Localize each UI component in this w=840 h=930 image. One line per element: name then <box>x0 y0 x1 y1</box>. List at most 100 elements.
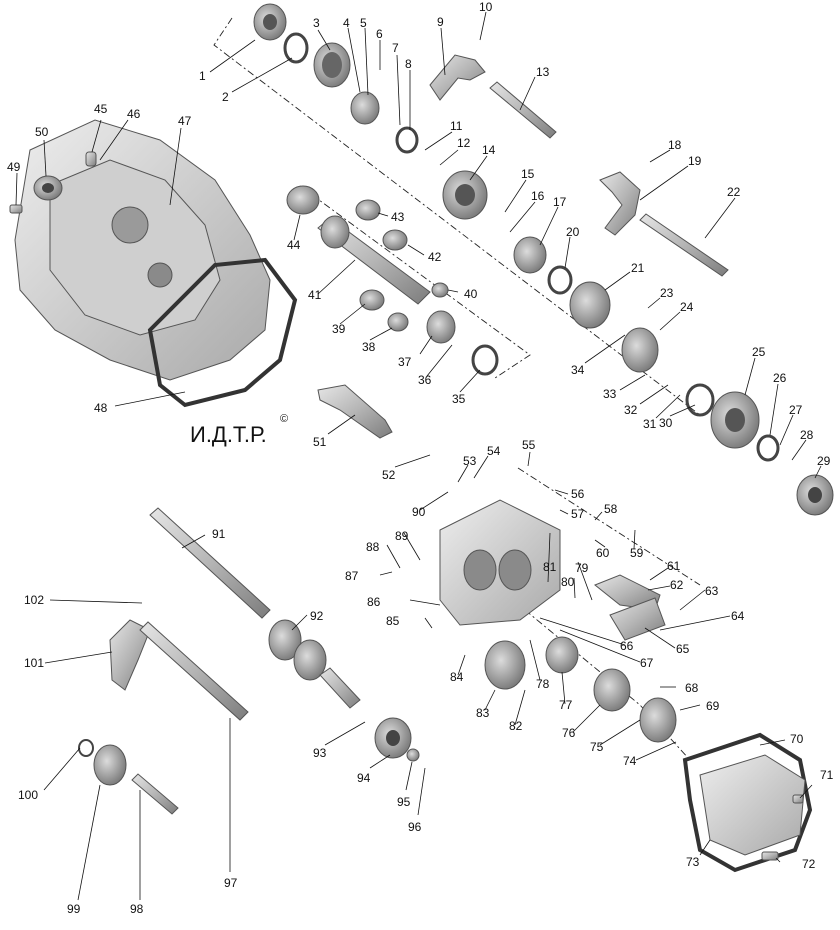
callout-76: 76 <box>562 726 576 740</box>
ring-2 <box>283 32 309 64</box>
callout-3: 3 <box>313 16 320 30</box>
callout-65: 65 <box>676 642 690 656</box>
callout-73: 73 <box>686 855 700 869</box>
callout-100: 100 <box>18 788 38 802</box>
callout-14: 14 <box>482 143 496 157</box>
callout-29: 29 <box>817 454 831 468</box>
callout-85: 85 <box>386 614 400 628</box>
callout-62: 62 <box>670 578 684 592</box>
callout-5: 5 <box>360 16 367 30</box>
callout-35: 35 <box>452 392 466 406</box>
gear-24 <box>621 327 659 373</box>
callout-31: 31 <box>643 417 657 431</box>
callout-37: 37 <box>398 355 412 369</box>
callout-74: 74 <box>623 754 637 768</box>
shaft-91 <box>149 507 271 619</box>
callout-7: 7 <box>392 41 399 55</box>
callout-53: 53 <box>463 454 477 468</box>
callout-47: 47 <box>178 114 192 128</box>
callout-32: 32 <box>624 403 638 417</box>
callout-66: 66 <box>620 639 634 653</box>
shaft-41 <box>317 215 431 305</box>
ring-26 <box>756 434 780 462</box>
callout-82: 82 <box>509 719 523 733</box>
callout-16: 16 <box>531 189 545 203</box>
callout-95: 95 <box>397 795 411 809</box>
callout-87: 87 <box>345 569 359 583</box>
fork-9 <box>429 54 486 101</box>
gear-17 <box>513 236 547 274</box>
callout-40: 40 <box>464 287 478 301</box>
callout-8: 8 <box>405 57 412 71</box>
callout-42: 42 <box>428 250 442 264</box>
callout-75: 75 <box>590 740 604 754</box>
gear-83 <box>484 640 526 690</box>
callout-10: 10 <box>479 0 493 14</box>
pin-98 <box>131 773 179 815</box>
callout-88: 88 <box>366 540 380 554</box>
callout-38: 38 <box>362 340 376 354</box>
callout-58: 58 <box>604 502 618 516</box>
housing-gasket <box>147 257 298 408</box>
callout-2: 2 <box>222 90 229 104</box>
callout-91: 91 <box>212 527 226 541</box>
synchro-21 <box>569 281 611 329</box>
callout-15: 15 <box>521 167 535 181</box>
callout-63: 63 <box>705 584 719 598</box>
shift-lever-51 <box>317 384 393 439</box>
bearing-50 <box>33 175 63 201</box>
callout-28: 28 <box>800 428 814 442</box>
callout-96: 96 <box>408 820 422 834</box>
bolt-49 <box>9 204 23 214</box>
callout-57: 57 <box>571 507 585 521</box>
callout-83: 83 <box>476 706 490 720</box>
callout-99: 99 <box>67 902 81 916</box>
callout-55: 55 <box>522 438 536 452</box>
callout-39: 39 <box>332 322 346 336</box>
leader-lines <box>15 11 822 901</box>
callout-50: 50 <box>35 125 49 139</box>
bearing-43 <box>355 199 381 221</box>
callout-45: 45 <box>94 102 108 116</box>
callout-56: 56 <box>571 487 585 501</box>
callout-72: 72 <box>802 857 816 871</box>
callout-67: 67 <box>640 656 654 670</box>
clutch-housing <box>14 119 271 381</box>
callout-26: 26 <box>773 371 787 385</box>
bearing-38 <box>387 312 409 332</box>
gear-69 <box>639 697 677 743</box>
ring-20 <box>547 265 573 295</box>
callout-84: 84 <box>450 670 464 684</box>
callout-13: 13 <box>536 65 550 79</box>
callout-51: 51 <box>313 435 327 449</box>
callout-49: 49 <box>7 160 21 174</box>
callout-24: 24 <box>680 300 694 314</box>
callout-89: 89 <box>395 529 409 543</box>
callout-25: 25 <box>752 345 766 359</box>
gear-77 <box>545 636 579 674</box>
callout-22: 22 <box>727 185 741 199</box>
watermark-text: И.Д.Т.Р. <box>190 422 267 447</box>
callout-18: 18 <box>668 138 682 152</box>
callout-41: 41 <box>308 288 322 302</box>
ring-8 <box>395 126 419 154</box>
callout-54: 54 <box>487 444 501 458</box>
callout-52: 52 <box>382 468 396 482</box>
gear-25 <box>710 391 760 449</box>
bearing-39 <box>359 289 385 311</box>
callout-33: 33 <box>603 387 617 401</box>
callout-6: 6 <box>376 27 383 41</box>
gear-99 <box>93 744 127 786</box>
synchro-76 <box>593 668 631 712</box>
callout-90: 90 <box>412 505 426 519</box>
callout-79: 79 <box>575 561 589 575</box>
rod-22 <box>639 213 729 277</box>
callout-70: 70 <box>790 732 804 746</box>
callout-1: 1 <box>199 69 206 83</box>
callout-34: 34 <box>571 363 585 377</box>
ring-35 <box>471 344 499 376</box>
callout-102: 102 <box>24 593 44 607</box>
callout-11: 11 <box>450 119 463 133</box>
callout-48: 48 <box>94 401 108 415</box>
